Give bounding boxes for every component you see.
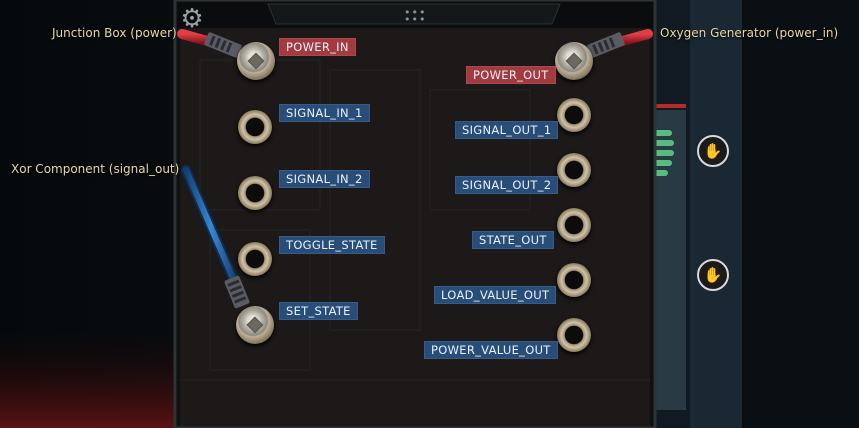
power-in-socket[interactable] [237,42,275,80]
hand-icon[interactable]: ✋ [697,259,729,291]
grip-icon[interactable]: •••••• [404,6,427,26]
signal-in-2-socket[interactable] [238,176,272,210]
load-value-out-label: LOAD_VALUE_OUT [434,286,557,304]
power-value-out-label: POWER_VALUE_OUT [424,341,558,359]
load-value-out-socket[interactable] [557,263,591,297]
signal-in-2-label: SIGNAL_IN_2 [279,170,370,188]
state-out-socket[interactable] [557,208,591,242]
set-state-socket[interactable] [236,306,274,344]
toggle-state-label: TOGGLE_STATE [279,236,385,254]
power-wire-in[interactable] [177,29,242,58]
power-out-socket[interactable] [555,42,593,80]
power-in-label: POWER_IN [279,38,356,56]
set-state-label: SET_STATE [279,302,358,320]
toggle-state-socket[interactable] [238,242,272,276]
xor-component-connection-label: Xor Component (signal_out) [11,162,180,176]
signal-out-2-label: SIGNAL_OUT_2 [455,176,559,194]
signal-out-2-socket[interactable] [557,153,591,187]
gear-icon[interactable]: ⚙ [180,4,204,34]
power-value-out-socket[interactable] [557,318,591,352]
state-out-label: STATE_OUT [472,231,554,249]
power-wire-out[interactable] [587,29,653,58]
power-out-label: POWER_OUT [466,66,556,84]
signal-wire-set-state[interactable] [181,165,250,309]
signal-out-1-label: SIGNAL_OUT_1 [455,121,559,139]
junction-box-connection-label: Junction Box (power) [52,26,177,40]
hand-icon[interactable]: ✋ [697,135,729,167]
signal-out-1-socket[interactable] [557,98,591,132]
signal-in-1-label: SIGNAL_IN_1 [279,104,370,122]
oxygen-generator-connection-label: Oxygen Generator (power_in) [660,26,839,40]
signal-in-1-socket[interactable] [238,110,272,144]
